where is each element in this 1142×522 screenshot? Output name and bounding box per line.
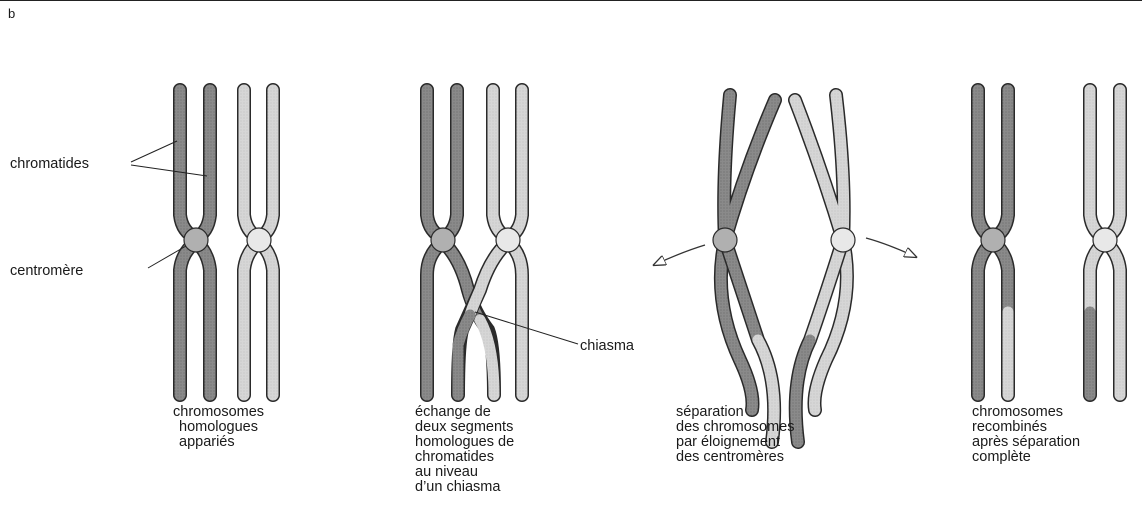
label-chromatides: chromatides (10, 156, 89, 172)
chromatides-leader-2 (131, 165, 207, 176)
caption-line: d’un chiasma (415, 480, 514, 495)
centromere-dark (431, 228, 455, 252)
caption-line: chromatides (415, 450, 514, 465)
caption-line: deux segments (415, 420, 514, 435)
caption-line: après séparation (972, 435, 1080, 450)
caption-line: échange de (415, 405, 514, 420)
caption-line: recombinés (972, 420, 1080, 435)
stage-2-chiasma (427, 90, 578, 395)
caption-stage-3: séparation des chromosomes par éloigneme… (676, 405, 794, 465)
centromere-light (496, 228, 520, 252)
label-chiasma: chiasma (580, 338, 635, 354)
caption-line: par éloignement (676, 435, 794, 450)
centromere-light (247, 228, 271, 252)
stage-1-paired-chromosomes (131, 90, 273, 395)
centromere-light (831, 228, 855, 252)
caption-line: des chromosomes (676, 420, 794, 435)
caption-line: séparation (676, 405, 794, 420)
chromatides-leader-1 (131, 141, 177, 162)
centromere-dark (981, 228, 1005, 252)
stage-3-separation (654, 95, 916, 442)
caption-line: au niveau (415, 465, 514, 480)
light-chromosome (244, 90, 273, 395)
centromere-dark (713, 228, 737, 252)
caption-stage-4: chromosomes recombinés après séparation … (972, 405, 1080, 465)
caption-line: chromosomes (173, 405, 264, 420)
centromere-dark (184, 228, 208, 252)
label-centromere: centromère (10, 263, 83, 279)
caption-line: chromosomes (972, 405, 1080, 420)
left-arrow (654, 245, 705, 265)
caption-line: complète (972, 450, 1080, 465)
caption-stage-1: chromosomes homologues appariés (173, 405, 264, 450)
right-arrow (866, 238, 916, 257)
caption-line: homologues de (415, 435, 514, 450)
stage-4-recombined (978, 90, 1120, 395)
caption-line: des centromères (676, 450, 794, 465)
caption-line: homologues (173, 420, 264, 435)
dark-chromosome (180, 90, 210, 395)
caption-stage-2: échange de deux segments homologues de c… (415, 405, 514, 495)
caption-line: appariés (173, 435, 264, 450)
centromere-light (1093, 228, 1117, 252)
